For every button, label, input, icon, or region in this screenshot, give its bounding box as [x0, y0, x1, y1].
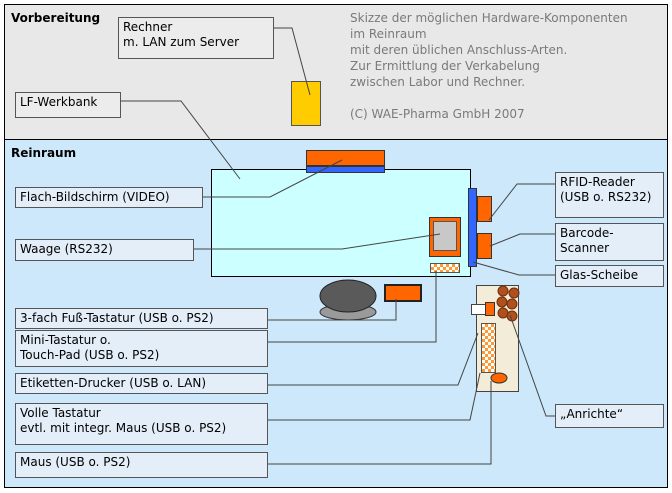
label-scale-text: Waage (RS232) [20, 242, 113, 256]
barcode-scanner-box [477, 233, 492, 259]
foot-keyboard [384, 284, 422, 302]
label-glass-text: Glas-Scheibe [560, 268, 639, 282]
label-mouse-text: Maus (USB o. PS2) [20, 455, 131, 469]
label-flat-screen: Flach-Bildschirm (VIDEO) [15, 187, 203, 208]
note-line-3: mit deren üblichen Anschluss-Arten. [350, 43, 568, 57]
glass-pane [468, 188, 477, 267]
label-computer-line2: m. LAN zum Server [123, 35, 240, 49]
note-line-6 [350, 90, 628, 106]
label-mini-keyboard-line1: Mini-Tastatur o. [20, 333, 111, 347]
label-counter-text: „Anrichte“ [560, 407, 624, 421]
label-glass-pane: Glas-Scheibe [555, 265, 664, 287]
label-full-keyboard: Volle Tastatur evtl. mit integr. Maus (U… [15, 403, 268, 445]
label-flat-screen-text: Flach-Bildschirm (VIDEO) [20, 190, 170, 204]
label-counter: „Anrichte“ [555, 404, 664, 428]
note-line-7: (C) WAE-Pharma GmbH 2007 [350, 107, 525, 121]
label-mini-keyboard-line2: Touch-Pad (USB o. PS2) [20, 348, 160, 362]
scale-display [433, 221, 457, 251]
label-full-keyboard-line1: Volle Tastatur [20, 406, 101, 420]
label-rfid-line1: RFID-Reader [560, 175, 635, 189]
label-mini-keyboard: Mini-Tastatur o. Touch-Pad (USB o. PS2) [15, 330, 268, 367]
label-computer-line1: Rechner [123, 20, 173, 34]
label-barcode-line2: Scanner [560, 241, 610, 255]
label-label-printer: Etiketten-Drucker (USB o. LAN) [15, 373, 268, 394]
label-lf-bench-text: LF-Werkbank [20, 95, 98, 109]
note-line-2: im Reinraum [350, 27, 427, 41]
monitor-body [306, 150, 385, 166]
note-line-4: Zur Ermittlung der Verkabelung [350, 59, 540, 73]
label-label-printer-text: Etiketten-Drucker (USB o. LAN) [20, 376, 206, 390]
label-printer-strip [430, 263, 460, 273]
diagram-note: Skizze der möglichen Hardware-Komponente… [350, 10, 628, 122]
note-line-5: zwischen Labor und Rechner. [350, 75, 526, 89]
label-full-keyboard-line2: evtl. mit integr. Maus (USB o. PS2) [20, 421, 227, 435]
full-keyboard [481, 323, 496, 373]
rfid-reader-box [477, 196, 492, 222]
label-rfid-line2: (USB o. RS232) [560, 190, 652, 204]
label-foot-keyboard-text: 3-fach Fuß-Tastatur (USB o. PS2) [20, 311, 214, 325]
section-title-vorbereitung: Vorbereitung [11, 11, 101, 25]
label-scale: Waage (RS232) [15, 239, 194, 261]
label-computer: Rechner m. LAN zum Server [118, 17, 274, 59]
computer-box [291, 81, 321, 126]
section-title-reinraum: Reinraum [11, 146, 77, 160]
note-line-1: Skizze der möglichen Hardware-Komponente… [350, 11, 628, 25]
mini-keyboard-block [485, 302, 495, 316]
label-lf-bench: LF-Werkbank [15, 92, 121, 118]
label-barcode-line1: Barcode- [560, 226, 614, 240]
label-mouse: Maus (USB o. PS2) [15, 452, 268, 478]
label-foot-keyboard: 3-fach Fuß-Tastatur (USB o. PS2) [15, 308, 268, 329]
monitor-base [306, 166, 385, 173]
label-rfid-reader: RFID-Reader (USB o. RS232) [555, 172, 664, 218]
label-barcode-scanner: Barcode- Scanner [555, 223, 664, 261]
